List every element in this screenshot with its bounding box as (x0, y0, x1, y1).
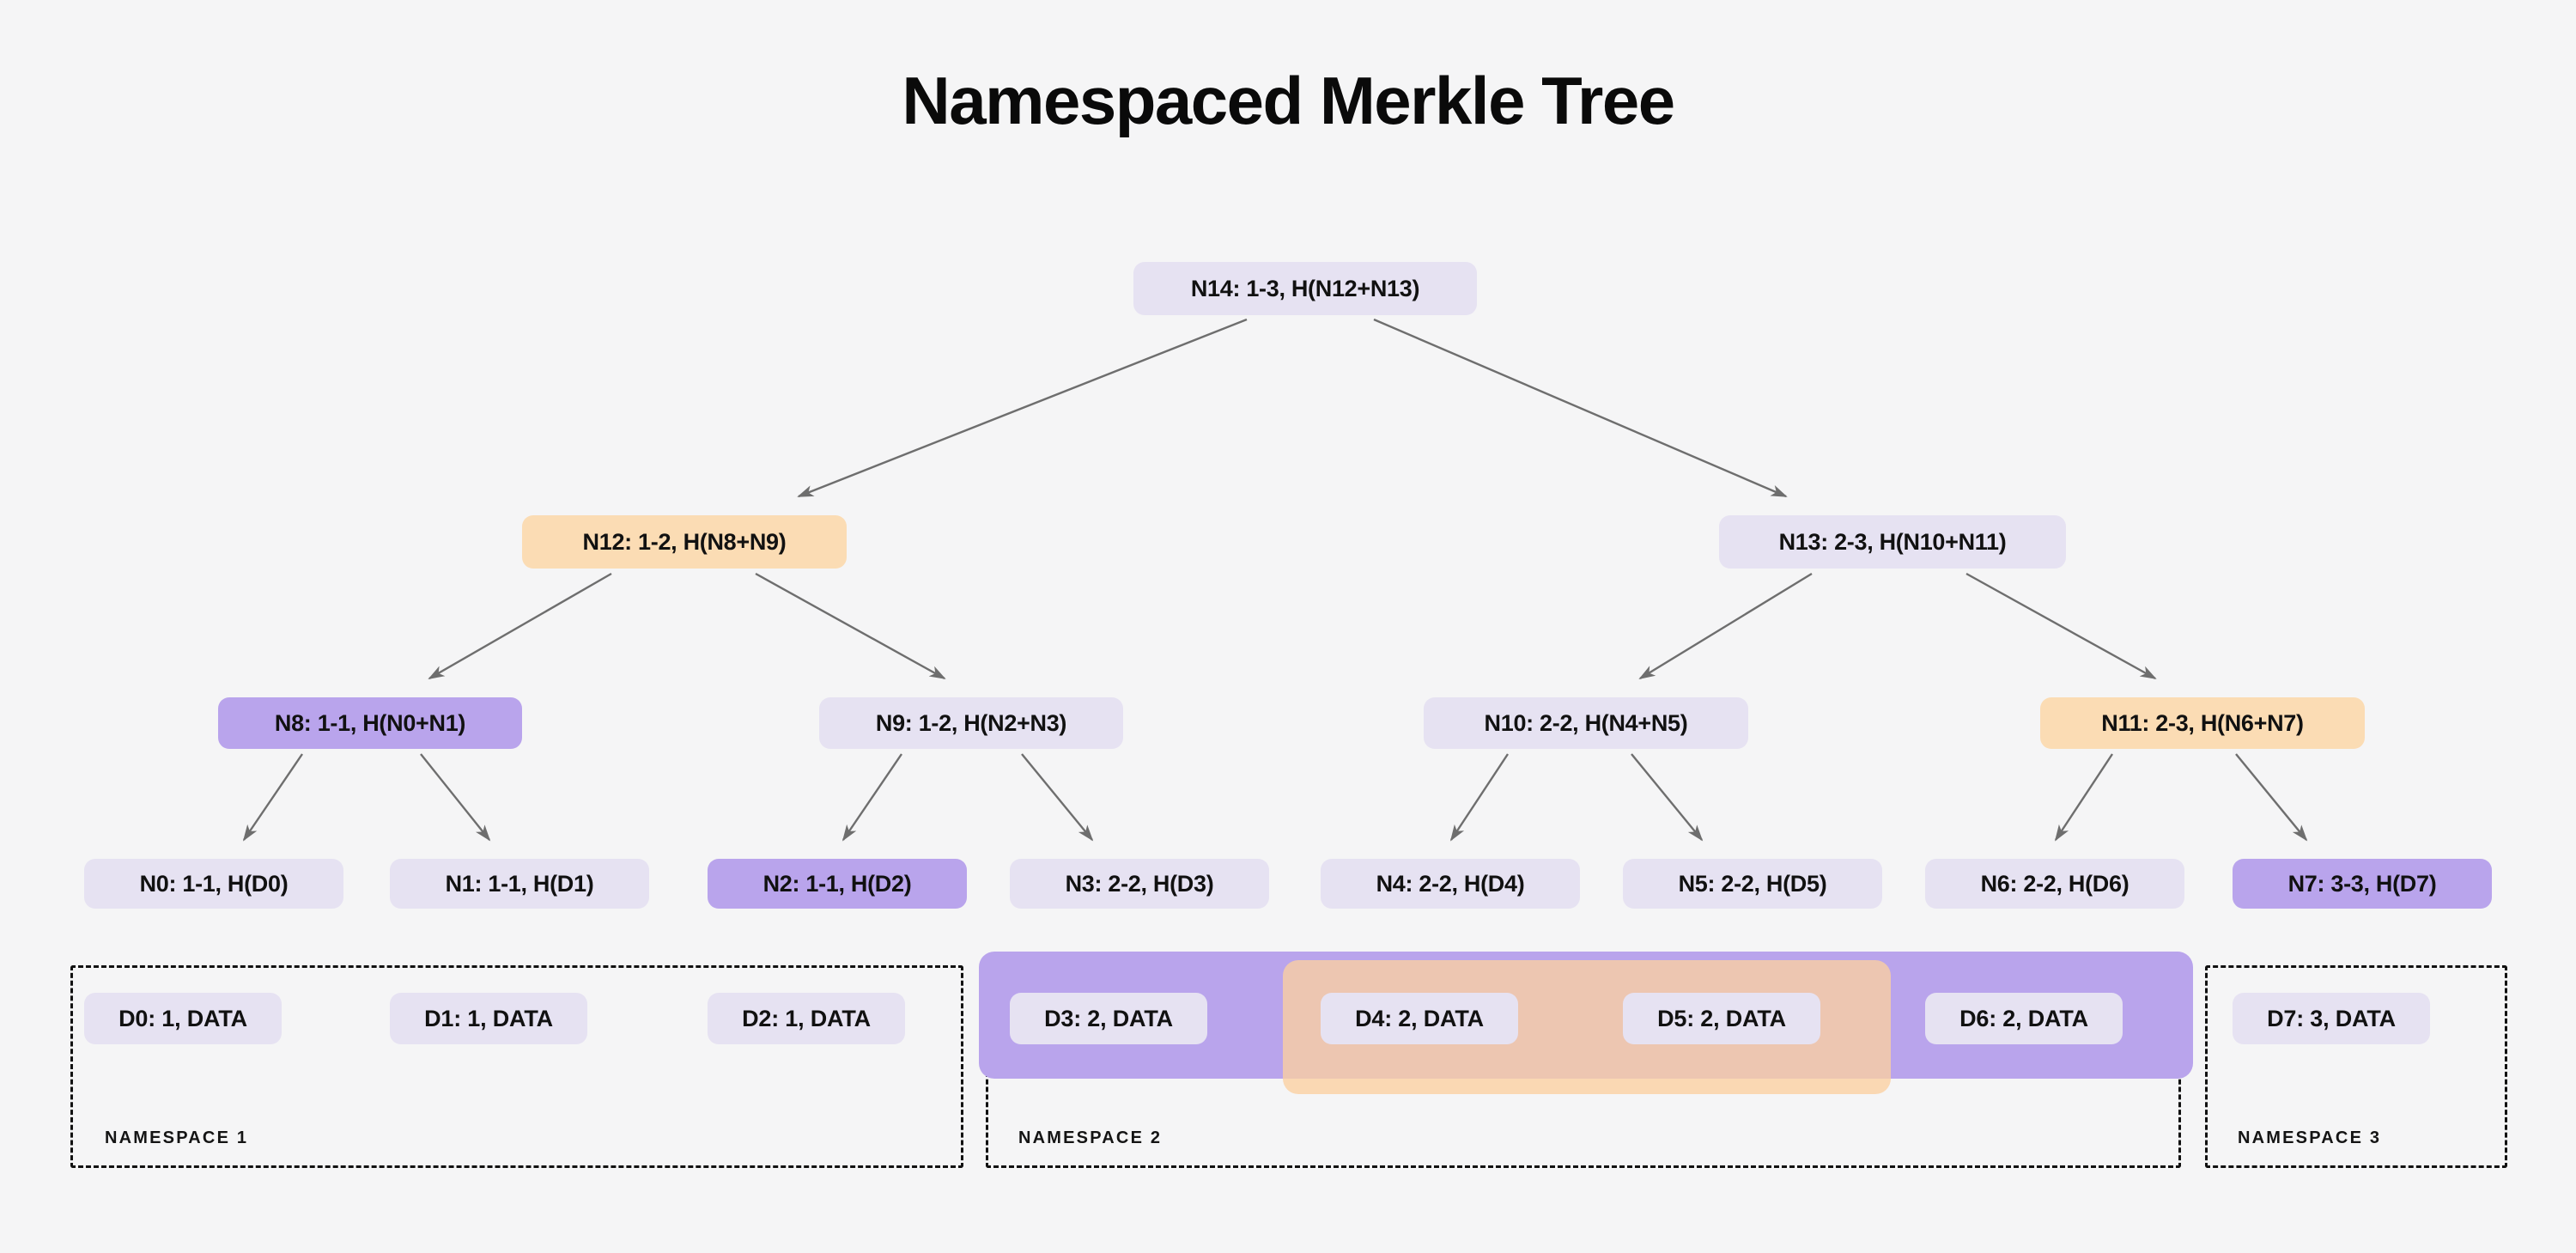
tree-node-n4[interactable]: N4: 2-2, H(D4) (1321, 859, 1580, 909)
page-title: Namespaced Merkle Tree (902, 63, 1675, 138)
edge-n8-to-n1 (420, 753, 491, 842)
tree-node-n5[interactable]: N5: 2-2, H(D5) (1623, 859, 1882, 909)
tree-node-n1[interactable]: N1: 1-1, H(D1) (390, 859, 649, 909)
edge-n11-to-n7 (2235, 753, 2308, 842)
data-chip-d0[interactable]: D0: 1, DATA (84, 993, 282, 1044)
data-chip-d7[interactable]: D7: 3, DATA (2233, 993, 2430, 1044)
tree-node-n3[interactable]: N3: 2-2, H(D3) (1010, 859, 1269, 909)
data-chip-d5[interactable]: D5: 2, DATA (1623, 993, 1820, 1044)
tree-node-n0[interactable]: N0: 1-1, H(D0) (84, 859, 343, 909)
tree-node-n13[interactable]: N13: 2-3, H(N10+N11) (1719, 515, 2066, 569)
tree-node-n11[interactable]: N11: 2-3, H(N6+N7) (2040, 697, 2365, 749)
namespace-label-1: NAMESPACE 1 (105, 1128, 249, 1147)
edge-n10-to-n4 (1449, 753, 1510, 842)
tree-node-n8[interactable]: N8: 1-1, H(N0+N1) (218, 697, 522, 749)
namespace-label-2: NAMESPACE 2 (1018, 1128, 1163, 1147)
edge-n14-to-n12 (797, 318, 1248, 498)
namespace-label-3: NAMESPACE 3 (2238, 1128, 2382, 1147)
edge-n13-to-n10 (1638, 572, 1813, 680)
tree-node-n12[interactable]: N12: 1-2, H(N8+N9) (522, 515, 847, 569)
namespace-region-3 (2205, 965, 2507, 1168)
tree-node-n10[interactable]: N10: 2-2, H(N4+N5) (1424, 697, 1748, 749)
edge-n12-to-n9 (755, 572, 946, 680)
namespace-region-1 (70, 965, 963, 1168)
edge-n9-to-n3 (1021, 753, 1094, 842)
tree-node-n2[interactable]: N2: 1-1, H(D2) (708, 859, 967, 909)
data-chip-d1[interactable]: D1: 1, DATA (390, 993, 587, 1044)
data-chip-d2[interactable]: D2: 1, DATA (708, 993, 905, 1044)
edge-n13-to-n11 (1965, 572, 2157, 680)
tree-node-n7[interactable]: N7: 3-3, H(D7) (2233, 859, 2492, 909)
tree-node-n6[interactable]: N6: 2-2, H(D6) (1925, 859, 2184, 909)
edge-n14-to-n13 (1373, 318, 1788, 498)
data-chip-d4[interactable]: D4: 2, DATA (1321, 993, 1518, 1044)
tree-node-n14[interactable]: N14: 1-3, H(N12+N13) (1133, 262, 1477, 315)
edge-n11-to-n6 (2054, 753, 2114, 842)
edge-n12-to-n8 (428, 572, 612, 680)
edge-n10-to-n5 (1631, 753, 1704, 842)
data-chip-d3[interactable]: D3: 2, DATA (1010, 993, 1207, 1044)
data-chip-d6[interactable]: D6: 2, DATA (1925, 993, 2123, 1044)
edge-n9-to-n2 (841, 753, 902, 842)
tree-node-n9[interactable]: N9: 1-2, H(N2+N3) (819, 697, 1123, 749)
edge-n8-to-n0 (242, 753, 303, 842)
